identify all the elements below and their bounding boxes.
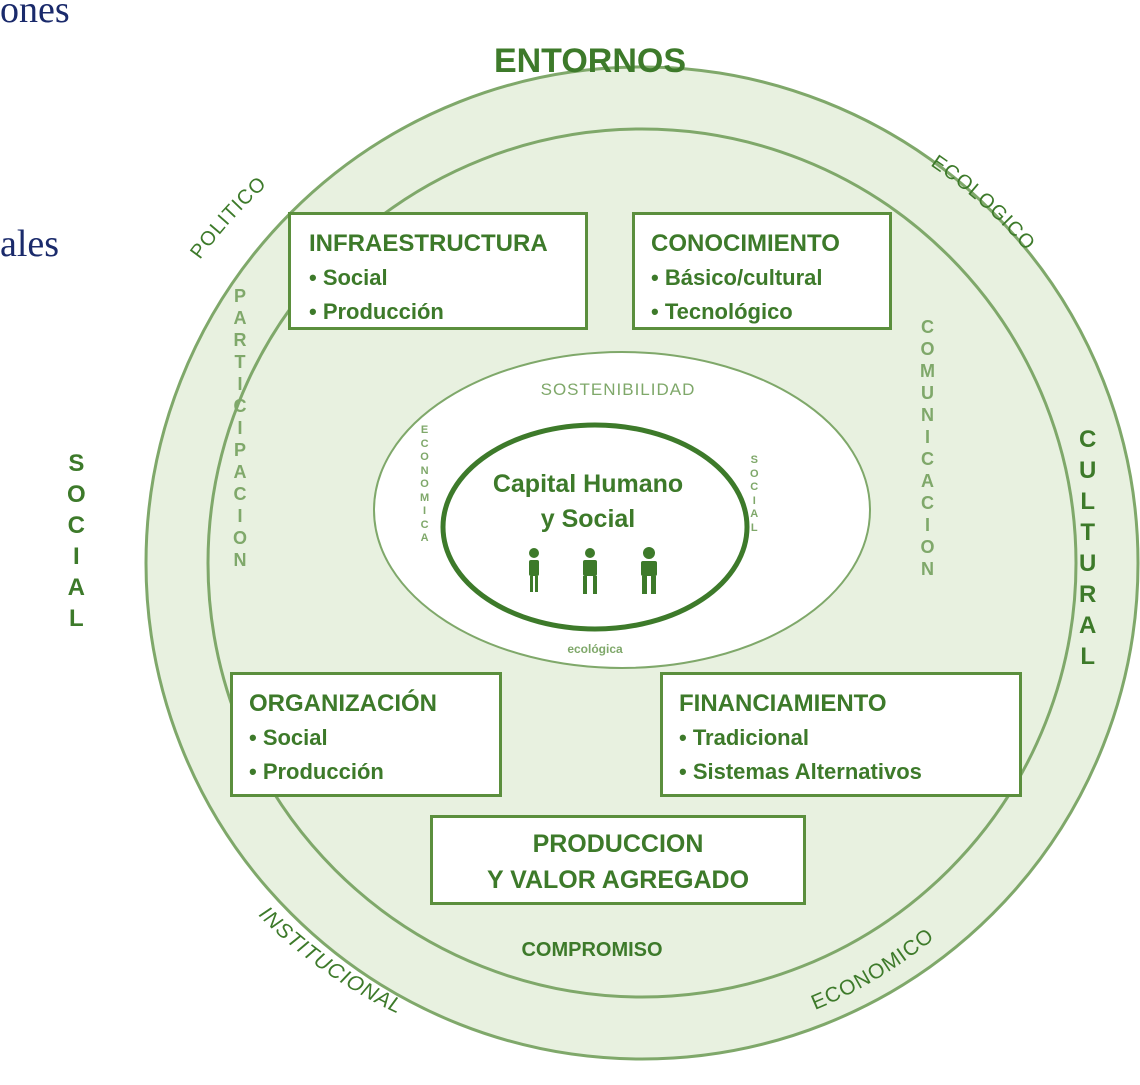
box-infraestructura: INFRAESTRUCTURA • Social • Producción [288, 212, 588, 330]
box-organizacion-item-1: • Social [249, 725, 328, 750]
box-infraestructura-item-1: • Social [309, 265, 388, 290]
core-title-line-1: Capital Humano [493, 470, 683, 498]
box-infraestructura-title: INFRAESTRUCTURA [309, 230, 548, 257]
box-infraestructura-item-2: • Producción [309, 299, 444, 324]
core-ellipse [440, 422, 750, 632]
box-financiamiento-item-1: • Tradicional [679, 725, 809, 750]
person-icon-1 [529, 548, 539, 592]
box-organizacion: ORGANIZACIÓN • Social • Producción [230, 672, 502, 797]
label-ecologica: ecológica [567, 642, 623, 656]
box-financiamiento: FINANCIAMIENTO • Tradicional • Sistemas … [660, 672, 1022, 797]
label-compromiso: COMPROMISO [521, 939, 662, 961]
box-financiamiento-title: FINANCIAMIENTO [679, 690, 887, 717]
diagram-title: ENTORNOS [494, 42, 686, 80]
person-icon-3 [641, 547, 657, 594]
label-sostenibilidad: SOSTENIBILIDAD [541, 380, 696, 399]
box-financiamiento-item-2: • Sistemas Alternativos [679, 759, 922, 784]
box-conocimiento-item-1: • Básico/cultural [651, 265, 823, 290]
box-organizacion-item-2: • Producción [249, 759, 384, 784]
box-organizacion-title: ORGANIZACIÓN [249, 690, 437, 717]
box-produccion: PRODUCCION Y VALOR AGREGADO [430, 815, 806, 905]
box-conocimiento: CONOCIMIENTO • Básico/cultural • Tecnoló… [632, 212, 892, 330]
core-title-line-2: y Social [541, 505, 636, 533]
box-produccion-line-1: PRODUCCION [532, 830, 704, 858]
box-conocimiento-item-2: • Tecnológico [651, 299, 793, 324]
box-conocimiento-title: CONOCIMIENTO [651, 230, 840, 257]
slide-text-fragment-2: ales [0, 223, 60, 265]
box-produccion-line-2: Y VALOR AGREGADO [486, 866, 750, 894]
person-icon-2 [583, 548, 597, 594]
slide-text-fragment-1: ones [0, 0, 70, 31]
